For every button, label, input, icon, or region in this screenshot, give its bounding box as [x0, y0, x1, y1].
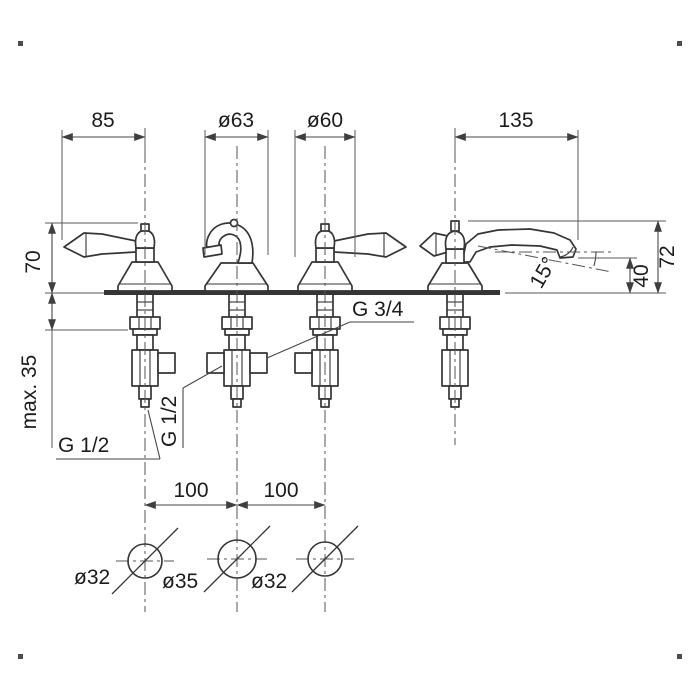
hole-center-slash: [203, 525, 271, 593]
center-valve-port-right: [249, 352, 268, 374]
dim-85-label: 85: [91, 109, 114, 132]
side-view: [419, 220, 613, 292]
registration-mark: [18, 41, 23, 46]
dim-100-right-label: 100: [263, 479, 298, 502]
left-handle: [63, 223, 173, 292]
dim-40-label: 40: [630, 264, 653, 287]
dim-70-label: 70: [22, 250, 45, 273]
dim-60-label: ø60: [307, 109, 343, 132]
spout-body: [205, 222, 254, 264]
deck-line: [104, 290, 500, 295]
hole-right-slash: [291, 525, 359, 593]
center-spout: [202, 218, 269, 292]
hole-left-slash: [111, 527, 179, 595]
left-valve-port: [157, 352, 176, 374]
registration-mark: [677, 654, 682, 659]
centerlines: [116, 146, 456, 612]
right-handle-lever: [333, 232, 407, 258]
dim-100-left-label: 100: [173, 479, 208, 502]
spout-axis-line: [477, 245, 613, 273]
registration-mark: [677, 41, 682, 46]
dim-63-label: ø63: [218, 109, 254, 132]
hole-right: [307, 541, 343, 577]
spout-outlet: [202, 244, 223, 258]
left-handle-lever: [63, 232, 137, 258]
thread-g12-center-label: G 1/2: [158, 396, 181, 447]
dim-max35-label: max. 35: [18, 355, 41, 430]
hole-center: [217, 539, 257, 579]
angle-arc: [593, 251, 597, 267]
dim-72-label: 72: [656, 245, 679, 268]
spout-top-knob: [229, 218, 239, 228]
dimensions: 85 ø63 ø60 135 70 max. 35 G 1/2 G 1/2: [18, 109, 679, 593]
center-valve-port-left: [206, 352, 225, 374]
hole-32-right-label: ø32: [251, 570, 287, 593]
side-spout: [461, 228, 577, 263]
side-handle-lever: [419, 232, 449, 257]
hole-35-center-label: ø35: [162, 570, 198, 593]
thread-g12-left-label: G 1/2: [58, 434, 109, 457]
hole-left: [127, 543, 163, 579]
registration-mark: [18, 654, 23, 659]
under-deck-valves: [129, 293, 471, 408]
hole-32-left-label: ø32: [74, 566, 110, 589]
dim-15deg-label: 15°: [525, 253, 561, 292]
thread-g34-label: G 3/4: [352, 298, 404, 321]
dim-135-label: 135: [498, 109, 533, 132]
registration-marks: [18, 41, 682, 659]
right-valve-port: [294, 352, 313, 374]
mounting-holes: [111, 525, 359, 595]
right-handle: [297, 223, 407, 292]
